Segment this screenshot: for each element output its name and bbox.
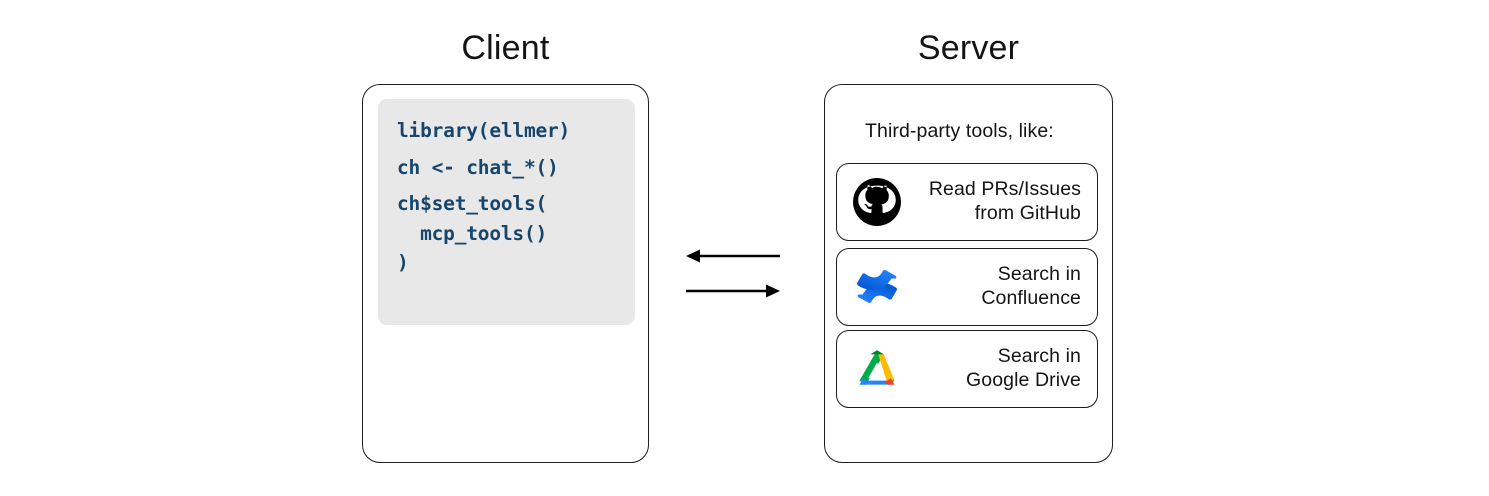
google-drive-icon	[846, 338, 908, 400]
code-line-5: )	[397, 251, 409, 274]
tool-label-confluence: Search in Confluence	[908, 263, 1097, 311]
tool-label-google-drive: Search in Google Drive	[908, 345, 1097, 393]
server-panel: Third-party tools, like: Read PRs/Issues…	[824, 84, 1113, 463]
arrow-right-icon	[686, 284, 780, 298]
tool-label-line-1: Search in	[997, 345, 1081, 368]
server-caption: Third-party tools, like:	[865, 120, 1054, 142]
tool-label-line-1: Read PRs/Issues	[928, 178, 1081, 201]
tool-label-line-1: Search in	[997, 263, 1081, 286]
code-line-2: ch <- chat_*()	[397, 155, 559, 179]
tool-card-google-drive[interactable]: Search in Google Drive	[836, 330, 1098, 408]
arrow-left-icon	[686, 249, 780, 263]
client-column-title: Client	[461, 29, 550, 67]
tool-card-github[interactable]: Read PRs/Issues from GitHub	[836, 163, 1098, 241]
code-line-4: mcp_tools()	[397, 221, 548, 245]
confluence-icon	[846, 256, 908, 318]
client-panel: library(ellmer) ch <- chat_*() ch$set_to…	[362, 84, 649, 463]
tool-card-confluence[interactable]: Search in Confluence	[836, 248, 1098, 326]
tool-label-line-2: Google Drive	[965, 369, 1081, 391]
tool-label-line-2: Confluence	[981, 287, 1081, 309]
github-icon	[846, 171, 908, 233]
code-line-3: ch$set_tools(	[397, 192, 548, 215]
client-code-block: library(ellmer) ch <- chat_*() ch$set_to…	[378, 99, 635, 325]
code-line-1: library(ellmer)	[397, 119, 571, 142]
tool-label-github: Read PRs/Issues from GitHub	[908, 178, 1097, 226]
tool-label-line-2: from GitHub	[974, 202, 1081, 224]
connection-arrows	[680, 240, 790, 302]
server-column-title: Server	[917, 29, 1020, 67]
